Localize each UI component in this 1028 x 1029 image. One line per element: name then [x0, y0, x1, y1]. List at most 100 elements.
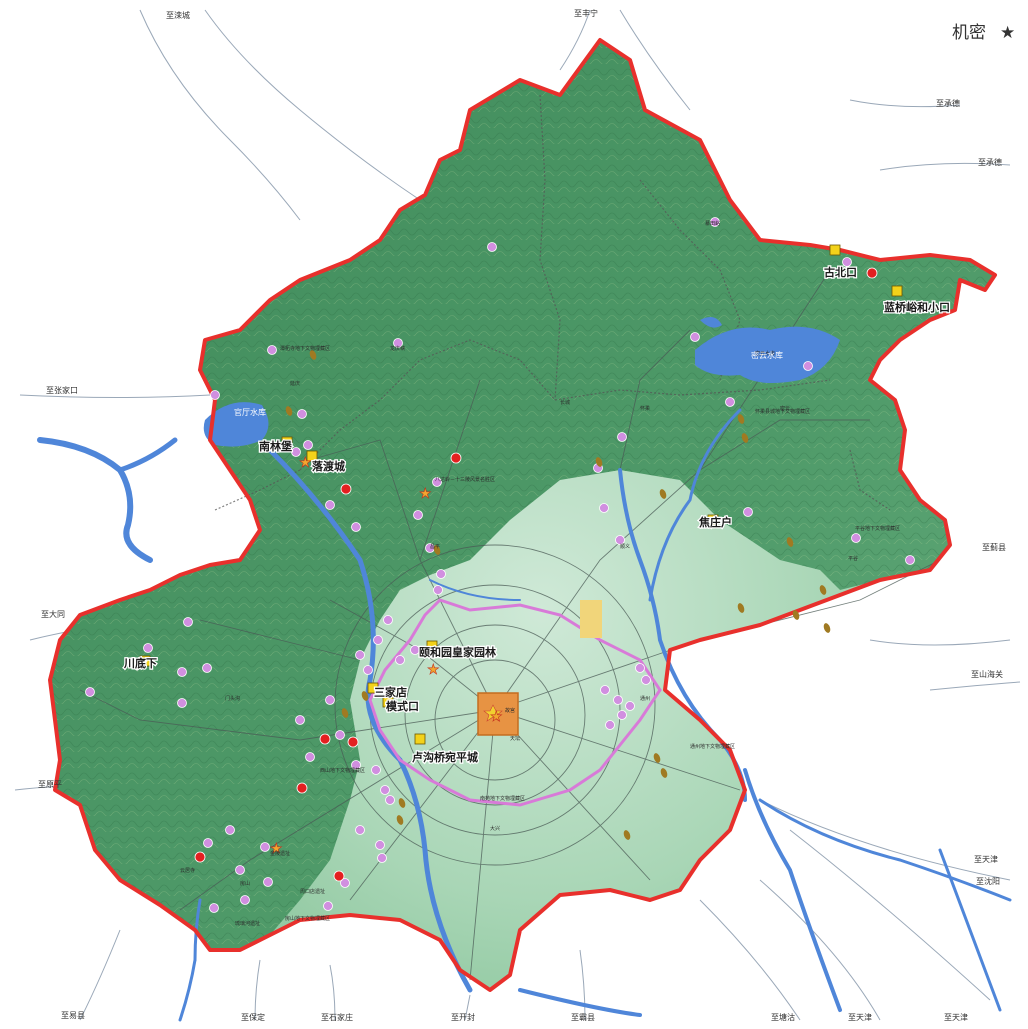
site-marker-yellow [139, 655, 151, 667]
site-label: 通州 [640, 695, 650, 702]
site-label: 昌平 [430, 544, 440, 550]
direction-label: 至大同 [41, 609, 65, 619]
site-marker-pink [325, 695, 335, 705]
key-site-label: 蓝桥峪和小口 [884, 300, 950, 314]
site-marker-pink [177, 698, 187, 708]
site-marker-burial-area [819, 585, 827, 595]
urban-boundary [368, 598, 662, 807]
forbidden-city-star [483, 704, 503, 722]
site-marker-burial-area [786, 537, 794, 547]
site-marker-pink [375, 840, 385, 850]
site-marker-burial-area [741, 433, 749, 443]
site-marker-pink [690, 332, 700, 342]
site-marker-pink [351, 522, 361, 532]
site-marker-red [340, 483, 352, 495]
miyun-reservoir [695, 326, 840, 384]
site-marker-pink [210, 390, 220, 400]
site-label: 通州地下文物埋藏区 [690, 743, 735, 750]
site-marker-pink [615, 535, 625, 545]
small-reservoir [700, 316, 722, 328]
site-marker-pink [235, 865, 245, 875]
site-marker-pink [385, 795, 395, 805]
direction-label: 至天津 [944, 1012, 968, 1022]
site-marker-yellow [891, 285, 903, 297]
key-site-label: 川底下 [123, 656, 157, 670]
direction-label: 至山海关 [971, 669, 1003, 679]
guanting-reservoir [203, 402, 269, 447]
site-marker-red [333, 870, 345, 882]
site-marker-pink [905, 555, 915, 565]
site-marker-pink [225, 825, 235, 835]
site-marker-pink [202, 663, 212, 673]
site-label: 大兴 [490, 825, 500, 832]
site-label: 慕田峪 [705, 220, 720, 227]
site-marker-burial-area [653, 753, 661, 763]
airport-area [580, 600, 602, 638]
site-marker-pink [599, 503, 609, 513]
outside-roads [14, 9, 1021, 1021]
county-boundaries [214, 94, 891, 511]
classification-star-icon: ★ [1000, 23, 1015, 43]
site-marker-burial-area [285, 406, 293, 416]
site-marker-pink [487, 242, 497, 252]
site-marker-pink [635, 663, 645, 673]
site-marker-red [319, 733, 331, 745]
site-marker-burial-area [737, 603, 745, 613]
direction-label: 至保定 [241, 1012, 265, 1022]
water-label: 官厅水库 [234, 407, 266, 417]
site-marker-pink [325, 500, 335, 510]
site-marker-pink [267, 345, 277, 355]
site-marker-burial-area [792, 610, 800, 620]
site-marker-pink [432, 477, 442, 487]
site-label: 门头沟 [225, 695, 240, 702]
site-marker-yellow [281, 436, 293, 448]
site-marker-star-icon: ★ [270, 841, 283, 857]
site-marker-pink [335, 730, 345, 740]
direction-label: 至沈阳 [976, 876, 1000, 886]
site-marker-burial-area [595, 457, 603, 467]
site-marker-yellow [707, 514, 719, 526]
site-label: 房山 [240, 880, 250, 887]
site-marker-burial-area [433, 545, 441, 555]
direction-label: 至丰宁 [574, 8, 598, 18]
site-marker-pink [291, 447, 301, 457]
site-marker-star-icon: ★ [419, 486, 432, 502]
site-marker-star-icon: ★ [490, 709, 503, 725]
classification-label: 机密 [952, 23, 986, 43]
site-marker-pink [183, 617, 193, 627]
site-marker-pink [436, 569, 446, 579]
site-marker-yellow [382, 696, 394, 708]
site-label: 长城 [560, 399, 570, 406]
site-marker-yellow [426, 640, 438, 652]
heritage-site-markers: ★★★★★ [85, 217, 915, 913]
direction-label: 至石家庄 [321, 1012, 353, 1022]
site-label: 怀柔 [640, 405, 650, 412]
site-marker-red [296, 782, 308, 794]
site-marker-pink [303, 440, 313, 450]
site-marker-pink [297, 409, 307, 419]
site-marker-pink [355, 650, 365, 660]
site-label: 南苑地下文物埋藏区 [480, 795, 525, 802]
site-marker-burial-area [660, 768, 668, 778]
key-site-label: 卢沟桥宛平城 [412, 750, 478, 764]
site-marker-pink [355, 825, 365, 835]
site-label: 琉璃河遗址 [235, 920, 260, 927]
site-marker-pink [395, 655, 405, 665]
site-marker-pink [143, 643, 153, 653]
site-marker-pink [613, 695, 623, 705]
site-marker-burial-area [398, 798, 406, 808]
site-marker-pink [641, 675, 651, 685]
site-marker-pink [617, 710, 627, 720]
direction-label: 至承德 [936, 98, 960, 108]
site-marker-red [866, 267, 878, 279]
site-label: 周口店遗址 [300, 888, 325, 895]
site-marker-pink [377, 853, 387, 863]
site-label: 故宫 [505, 707, 515, 714]
direction-label: 至承德 [978, 157, 1002, 167]
site-marker-pink [413, 510, 423, 520]
site-marker-pink [323, 901, 333, 911]
site-marker-burial-area [737, 414, 745, 424]
site-marker-yellow [367, 682, 379, 694]
